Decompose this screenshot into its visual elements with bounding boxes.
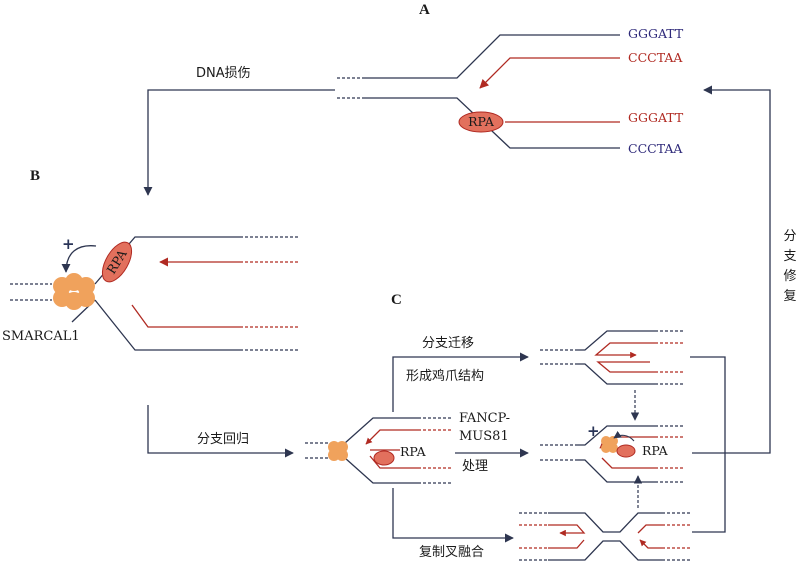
chicken-foot-structure xyxy=(540,330,685,385)
red-strand-arrow xyxy=(479,57,620,89)
rpa-label-c: RPA xyxy=(400,444,427,459)
fork-fusion-arrow xyxy=(392,488,514,543)
seq-third: GGGATT xyxy=(628,110,684,125)
smarcal1-protein-c xyxy=(328,441,348,461)
smarcal1-protein xyxy=(53,273,95,310)
chicken-foot-label: 形成鸡爪结构 xyxy=(406,368,484,384)
smarcal1-protein-d xyxy=(601,436,618,453)
rpa-protein-b xyxy=(101,241,133,283)
converged-forks xyxy=(519,512,690,561)
branch-regression-arrow xyxy=(147,405,294,458)
branch-repair-arrow xyxy=(692,85,771,454)
processing-label: 处理 xyxy=(462,459,488,474)
dna-damage-label: DNA损伤 xyxy=(196,66,251,81)
fork-b xyxy=(10,236,300,351)
branch-regression-label: 分支回归 xyxy=(197,432,249,447)
fork-fusion-label: 复制叉融合 xyxy=(419,545,484,560)
seq-second: CCCTAA xyxy=(628,50,683,65)
rpa-protein-a xyxy=(458,111,504,133)
rpa-label-a: RPA xyxy=(468,114,495,129)
plus-sign-b: + xyxy=(62,235,75,253)
branch-repair-text: 分支修复 xyxy=(783,229,796,304)
panel-label-a: A xyxy=(419,2,430,18)
branch-repair-label: 分支修复 xyxy=(783,229,796,304)
panel-label-c: C xyxy=(391,292,402,308)
collector-bracket xyxy=(690,356,726,533)
smarcal1-label: SMARCAL1 xyxy=(2,329,80,344)
rpa-protein-c xyxy=(373,450,395,466)
regressed-fork xyxy=(305,417,452,484)
branch-migration-arrow xyxy=(392,352,529,412)
seq-bottom: CCCTAA xyxy=(628,141,683,156)
branch-migration-label: 分支迁移 xyxy=(422,336,474,351)
seq-top: GGGATT xyxy=(628,26,684,41)
rpa-label-d: RPA xyxy=(642,443,669,458)
dna-damage-arrow xyxy=(143,89,335,196)
plus-sign-d: + xyxy=(587,422,600,440)
fancp-label-line1: FANCP- xyxy=(459,411,510,426)
fancp-label-line2: MUS81 xyxy=(459,429,509,444)
stimulation-arrow-d xyxy=(613,430,635,442)
stimulation-arrow xyxy=(61,245,97,273)
fork-a xyxy=(337,34,620,149)
panel-label-b: B xyxy=(30,168,40,184)
rpa-protein-d xyxy=(616,444,636,458)
